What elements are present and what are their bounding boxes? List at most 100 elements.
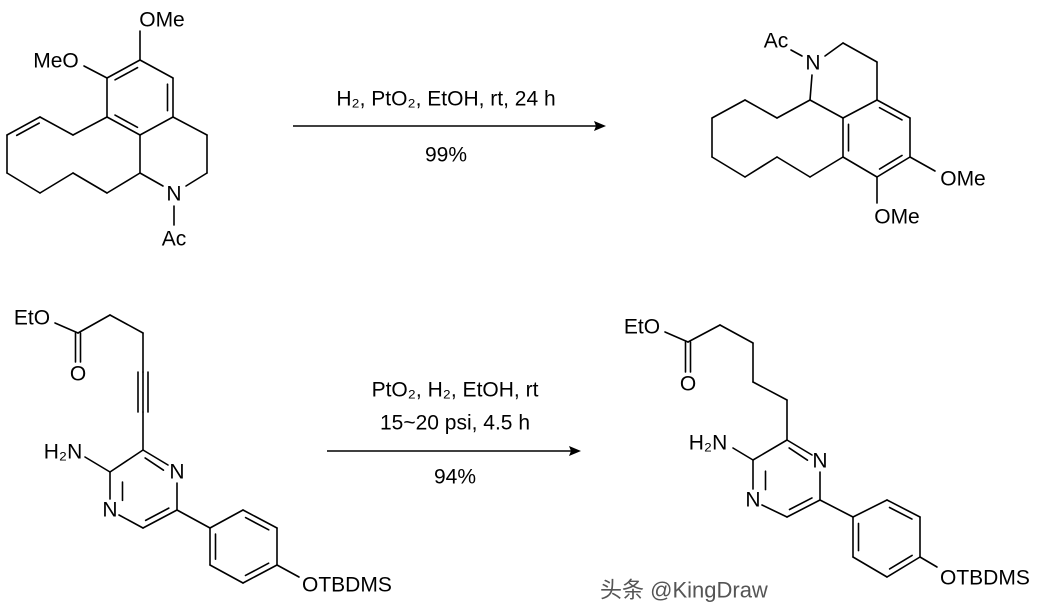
atom-label-n: N xyxy=(166,183,181,206)
bond xyxy=(118,514,144,529)
product-1: Ac N OMe OMe xyxy=(764,30,986,229)
single-bond xyxy=(106,116,141,136)
bond xyxy=(139,172,164,187)
reactant-2: EtO O H₂N N N OTBDMS xyxy=(14,307,392,597)
single-bond xyxy=(842,156,878,178)
bond xyxy=(761,504,788,518)
single-bond xyxy=(809,156,844,178)
single-bond xyxy=(876,99,911,119)
atom-label-eto: EtO xyxy=(624,316,660,339)
bond xyxy=(84,456,111,473)
atom-label-ac: Ac xyxy=(162,228,187,251)
double-bond-inner-line xyxy=(114,66,139,81)
atom-label-n: N xyxy=(169,461,184,484)
single-bond xyxy=(711,99,746,119)
bond xyxy=(54,322,79,334)
double-bond-inner-line xyxy=(888,554,913,570)
single-bond xyxy=(106,172,141,194)
reaction-yield: 94% xyxy=(434,466,476,489)
atom-label-meo: MeO xyxy=(33,50,79,73)
bond xyxy=(142,449,169,466)
single-bond xyxy=(886,499,921,518)
product-2: EtO O H₂N N N OTBDMS xyxy=(624,316,1030,590)
bond xyxy=(919,556,938,568)
atom-label-ome: OMe xyxy=(940,168,986,191)
bond xyxy=(176,509,211,529)
single-bond xyxy=(109,314,144,334)
double-bond-inner-line xyxy=(15,122,40,137)
single-bond xyxy=(719,324,754,344)
atom-label-ac: Ac xyxy=(764,30,789,53)
atom-label-n: N xyxy=(805,52,820,75)
single-bond xyxy=(6,172,41,194)
atom-label-otbdms: OTBDMS xyxy=(302,574,392,597)
bond xyxy=(276,564,300,578)
atom-label-n: N xyxy=(102,499,117,522)
single-bond xyxy=(711,156,746,178)
double-bond-inner-line xyxy=(114,114,139,129)
single-bond xyxy=(842,99,878,119)
double-bond-inner-line xyxy=(244,562,270,577)
single-bond xyxy=(72,172,108,194)
single-bond xyxy=(824,42,844,57)
reaction-yield: 99% xyxy=(425,144,467,167)
double-bond-inner-line xyxy=(878,154,903,170)
single-bond xyxy=(842,42,878,63)
bond xyxy=(142,509,178,529)
bond xyxy=(909,156,936,172)
double-bond-inner-line xyxy=(244,516,270,531)
single-bond xyxy=(852,499,888,518)
arrow-head-icon xyxy=(594,121,606,131)
single-bond xyxy=(77,314,111,334)
double-bond-inner-line xyxy=(888,506,913,520)
single-bond xyxy=(39,172,74,194)
single-bond xyxy=(886,556,921,578)
atom-label-n: N xyxy=(812,450,827,473)
reaction-arrow-2: PtO₂, H₂, EtOH, rt 15~20 psi, 4.5 h 94% xyxy=(327,379,581,489)
double-bond-inner-line xyxy=(788,497,813,511)
single-bond xyxy=(39,116,74,136)
bond-layer xyxy=(6,30,938,584)
bond xyxy=(786,439,813,456)
double-bond-inner-line xyxy=(144,507,170,522)
single-bond xyxy=(106,59,141,79)
atom-label-ome: OMe xyxy=(139,9,185,32)
double-bond-inner-line xyxy=(144,457,165,471)
double-bond-inner-line xyxy=(878,106,903,121)
watermark: 头条 @KingDraw xyxy=(600,578,768,603)
arrow-head-icon xyxy=(569,446,581,456)
single-bond xyxy=(852,556,888,578)
single-bond xyxy=(209,509,244,529)
atom-label-o: O xyxy=(680,373,696,396)
reaction-conditions: H₂, PtO₂, EtOH, rt, 24 h xyxy=(336,88,555,111)
single-bond xyxy=(687,324,721,343)
bond xyxy=(786,499,821,518)
reaction-conditions-line-2: 15~20 psi, 4.5 h xyxy=(380,412,530,435)
single-bond xyxy=(744,99,778,119)
bond xyxy=(664,331,689,343)
double-bond-inner-line xyxy=(788,447,809,461)
atom-label-h2n: H₂N xyxy=(689,432,727,455)
single-bond xyxy=(776,156,811,178)
single-bond xyxy=(185,172,208,187)
atom-label-o: O xyxy=(70,363,86,386)
atom-label-otbdms: OTBDMS xyxy=(940,567,1030,590)
single-bond xyxy=(242,564,278,584)
reactant-1: OMe MeO N Ac xyxy=(33,9,186,251)
bond xyxy=(109,449,144,473)
atom-label-ome: OMe xyxy=(874,206,920,229)
single-bond xyxy=(209,564,244,584)
single-bond xyxy=(776,99,811,119)
bond xyxy=(732,447,754,461)
reaction-arrow-1: H₂, PtO₂, EtOH, rt, 24 h 99% xyxy=(293,88,606,167)
single-bond xyxy=(752,381,788,401)
atom-label-n: N xyxy=(745,489,760,512)
bond xyxy=(790,49,803,57)
single-bond xyxy=(6,116,41,136)
single-bond xyxy=(139,116,174,136)
bond xyxy=(819,499,854,518)
atom-label-eto: EtO xyxy=(14,307,50,330)
single-bond xyxy=(139,59,174,79)
bond xyxy=(752,439,788,461)
